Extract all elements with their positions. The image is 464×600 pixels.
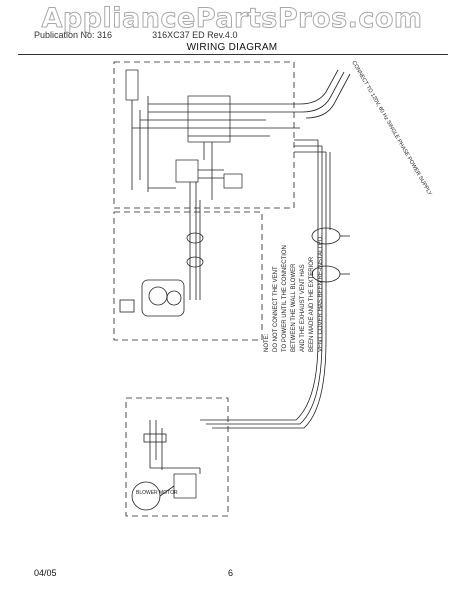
blower-box bbox=[125, 397, 229, 517]
watermark: AppliancePartsPros.com bbox=[41, 3, 423, 35]
wire-connector-1 bbox=[186, 232, 204, 244]
control-box-middle bbox=[113, 211, 263, 341]
power-supply-note: CONNECT TO 120V, 60 Hz SINGLE PHASE POWE… bbox=[350, 60, 433, 197]
publication-number: Publication No: 316 bbox=[34, 30, 113, 40]
relay-module bbox=[175, 159, 199, 183]
switch-strip bbox=[125, 69, 139, 101]
blower-motor-label: BLOWER MOTOR bbox=[136, 490, 178, 496]
vent-motor bbox=[141, 279, 185, 317]
switch-module bbox=[223, 173, 243, 189]
header-line: Publication No: 316 316XC37 ED Rev.4.0 bbox=[34, 30, 237, 40]
footer-date: 04/05 bbox=[34, 568, 57, 578]
model-revision: 316XC37 ED Rev.4.0 bbox=[152, 30, 238, 40]
page-number: 6 bbox=[228, 568, 234, 578]
terminal-block bbox=[187, 95, 231, 143]
blower-motor bbox=[131, 481, 161, 511]
wire-connector-2 bbox=[186, 256, 204, 268]
control-box-upper bbox=[113, 61, 295, 209]
title-rule bbox=[18, 54, 448, 55]
page-title: WIRING DIAGRAM bbox=[186, 42, 278, 53]
installation-note: NOTE: DO NOT CONNECT THE VENT TO POWER U… bbox=[264, 235, 324, 352]
